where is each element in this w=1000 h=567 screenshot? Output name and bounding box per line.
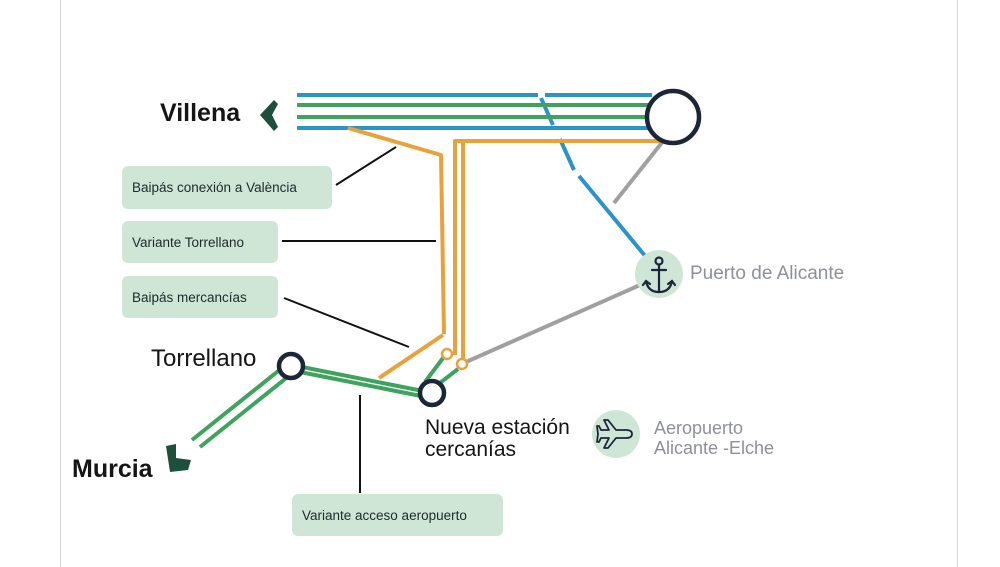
gray-line-puerto-nueva bbox=[465, 283, 641, 364]
station-label-puerto: Puerto de Alicante bbox=[690, 263, 845, 284]
orange-variante-torrellano bbox=[453, 139, 663, 355]
station-label-aeropuerto-line2: Alicante -Elche bbox=[654, 438, 775, 458]
city-label-villena: Villena bbox=[160, 99, 241, 127]
callout-baipas-valencia: Baipás conexión a València bbox=[122, 166, 332, 209]
city-label-murcia: Murcia bbox=[72, 455, 153, 483]
anchor-icon bbox=[635, 250, 683, 298]
leader-baipas-valencia bbox=[335, 146, 397, 186]
station-label-nueva-estacion: Nueva estación cercanías bbox=[425, 417, 570, 461]
arrow-down-left-icon bbox=[166, 444, 191, 472]
nueva-estacion-station bbox=[417, 378, 447, 408]
callout-variante-torrellano: Variante Torrellano bbox=[122, 221, 278, 263]
orange-lines bbox=[347, 126, 663, 380]
leader-lines bbox=[282, 146, 436, 493]
torrellano-station bbox=[276, 351, 306, 381]
orange-baipas-valencia bbox=[347, 126, 446, 335]
hub-station bbox=[644, 88, 702, 146]
blue-line-puerto bbox=[297, 93, 652, 259]
chevron-left-icon bbox=[260, 100, 278, 131]
airplane-icon bbox=[592, 410, 640, 458]
orange-link-torrellano bbox=[377, 333, 445, 380]
diagram-frame bbox=[60, 0, 958, 567]
leader-baipas-mercancias bbox=[283, 297, 410, 348]
small-junction-2 bbox=[455, 357, 469, 371]
callout-baipas-mercancias: Baipás mercancías bbox=[122, 276, 278, 318]
gray-line-puerto-hub bbox=[612, 138, 666, 205]
station-label-nueva-line1: Nueva estación bbox=[425, 416, 570, 439]
small-junction-1 bbox=[440, 347, 454, 361]
city-label-torrellano: Torrellano bbox=[151, 345, 257, 372]
station-label-nueva-line2: cercanías bbox=[425, 438, 517, 461]
callout-variante-aeropuerto: Variante acceso aeropuerto bbox=[292, 494, 503, 536]
station-label-aeropuerto-line1: Aeropuerto bbox=[654, 418, 744, 438]
station-label-aeropuerto: Aeropuerto Alicante -Elche bbox=[654, 418, 774, 458]
green-line-villena bbox=[297, 103, 652, 119]
